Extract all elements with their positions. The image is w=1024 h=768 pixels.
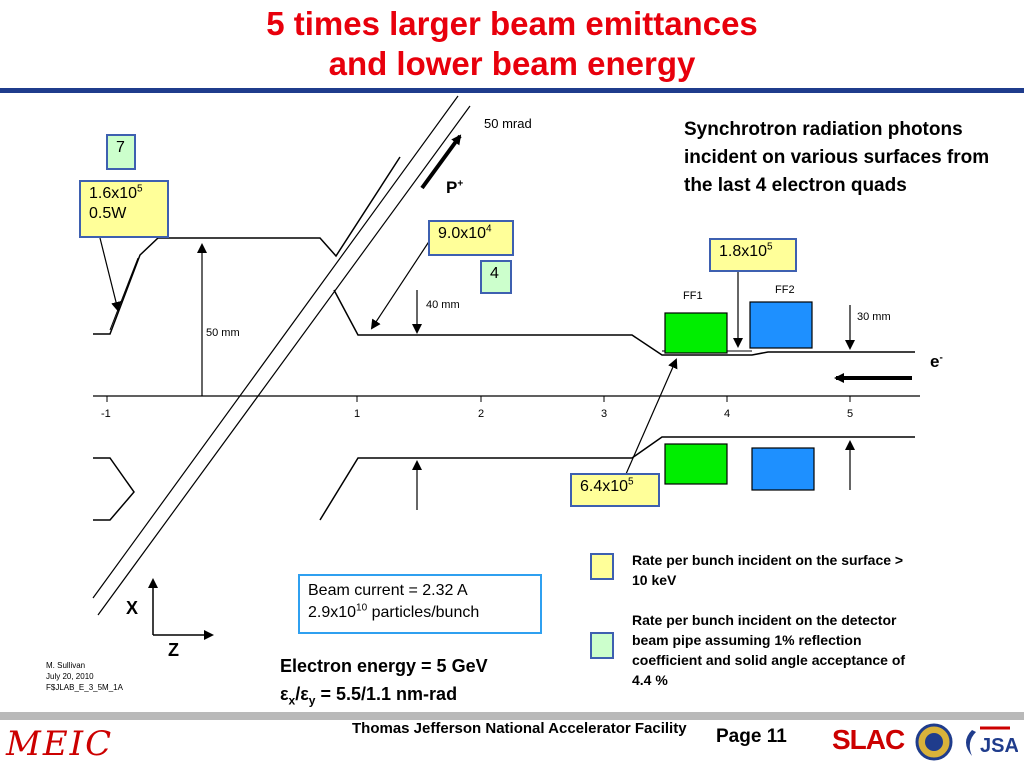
dim-30mm-label: 30 mm <box>857 311 891 323</box>
rate-9p0-base: 9.0x10 <box>438 225 487 242</box>
z-axis-name: Z <box>168 640 179 660</box>
slac-logo: SLAC <box>832 724 905 755</box>
legend-green-swatch <box>590 632 614 659</box>
axis-tick-label-2: 2 <box>478 408 485 420</box>
lab-logos: JSA <box>915 723 1018 761</box>
legend-yellow-swatch <box>590 553 614 580</box>
title-line-1: 5 times larger beam emittances <box>266 5 758 42</box>
rate-box-1p8: 1.8x105 <box>709 238 797 272</box>
electron-label-sup: - <box>939 352 943 364</box>
proton-pipe-line-right <box>97 105 471 616</box>
ff1-quad-lower <box>664 443 728 485</box>
rate-1p6-exp: 5 <box>137 183 143 195</box>
eps-y-sub: y <box>308 693 316 708</box>
rate-9p0-exp: 4 <box>486 223 492 235</box>
beam-info-box: Beam current = 2.32 A 2.9x1010 particles… <box>298 574 542 634</box>
rate-box-4: 4 <box>480 260 512 294</box>
proton-direction-arrow <box>420 134 462 190</box>
axis-tick-label-3: 3 <box>601 408 608 420</box>
legend-green-text: Rate per bunch incident on the detector … <box>632 612 906 688</box>
legend-yellow-text: Rate per bunch incident on the surface >… <box>632 552 904 588</box>
proton-pipe-line-left <box>92 95 459 599</box>
author-file: F$JLAB_E_3_5M_1A <box>46 683 123 692</box>
ff2-label: FF2 <box>775 284 795 296</box>
upper-chamber-wall <box>93 156 401 335</box>
pointer-1p6-arrow <box>99 237 121 312</box>
slide-title: 5 times larger beam emittances and lower… <box>0 4 1024 84</box>
axis-tick-marks <box>106 396 851 402</box>
jsa-logo-icon <box>966 730 976 756</box>
emittance-ratio: εx/εy = 5.5/1.1 nm-rad <box>280 684 458 708</box>
author-stamp: M. Sullivan July 20, 2010 F$JLAB_E_3_5M_… <box>46 660 123 693</box>
author-name: M. Sullivan <box>46 661 86 670</box>
emittance-value: = 5.5/1.1 nm-rad <box>320 684 458 704</box>
axis-tick-label-5: 5 <box>847 408 854 420</box>
ff2-quad-upper <box>749 301 813 349</box>
ff1-quad-upper <box>664 312 728 354</box>
axis-tick-label-4: 4 <box>724 408 731 420</box>
sr-description: Synchrotron radiation photons incident o… <box>684 119 990 196</box>
electron-label-text: e <box>930 352 940 371</box>
rate-box-7: 7 <box>106 134 136 170</box>
electron-energy: Electron energy = 5 GeV <box>280 656 488 676</box>
eps-x-symbol: ε <box>280 684 289 704</box>
rate-6p4-base: 6.4x10 <box>580 478 629 495</box>
pointer-6p4-arrow <box>625 358 678 475</box>
title-divider <box>0 88 1024 93</box>
mrad-label: 50 mrad <box>484 116 532 131</box>
upper-chamber-wall-inner <box>109 257 139 331</box>
rate-0p5w-value: 0.5W <box>89 205 127 222</box>
rate-box-6p4: 6.4x105 <box>570 473 660 507</box>
rate-1p8-base: 1.8x10 <box>719 243 768 260</box>
axis-tick-label-neg1: -1 <box>101 408 111 420</box>
upper-pipe-wall <box>333 289 915 356</box>
rate-1p6-base: 1.6x10 <box>89 185 138 202</box>
rate-1p8-exp: 5 <box>767 241 773 253</box>
beamline-diagram <box>92 95 920 640</box>
axis-tick-label-1: 1 <box>354 408 361 420</box>
proton-label: P+ <box>446 178 463 198</box>
svg-text:JSA: JSA <box>980 735 1018 757</box>
page-number: Page 11 <box>716 726 787 747</box>
beam-current: Beam current = 2.32 A <box>308 582 468 599</box>
footer-bar <box>0 712 1024 720</box>
x-axis-name: X <box>126 598 139 618</box>
proton-label-text: P <box>446 178 458 197</box>
proton-label-sup: + <box>457 178 464 190</box>
pointer-9p0-arrow <box>370 239 431 330</box>
eps-y-symbol: ε <box>300 684 309 704</box>
rate-box-1p6: 1.6x105 0.5W <box>79 180 169 238</box>
meic-logo: MEIC <box>6 724 114 764</box>
electron-label: e- <box>930 352 943 372</box>
particles-exp: 10 <box>356 602 368 614</box>
dim-40mm-label: 40 mm <box>426 299 460 311</box>
eps-x-sub: x <box>288 693 296 708</box>
dim-50mm-label: 50 mm <box>206 327 240 339</box>
author-date: July 20, 2010 <box>46 672 94 681</box>
particles-unit: particles/bunch <box>371 604 480 621</box>
lower-pipe-wall <box>319 436 915 521</box>
ff1-label: FF1 <box>683 290 703 302</box>
particles-per-bunch: 2.9x1010 particles/bunch <box>308 602 532 624</box>
rate-box-9p0: 9.0x104 <box>428 220 514 256</box>
title-line-2: and lower beam energy <box>328 45 696 82</box>
particles-base: 2.9x10 <box>308 604 357 621</box>
lower-chamber-wall <box>93 457 135 521</box>
footer-organization: Thomas Jefferson National Accelerator Fa… <box>352 720 687 737</box>
rate-6p4-exp: 5 <box>628 476 634 488</box>
rate-1p6-value: 1.6x105 <box>89 184 159 204</box>
ff2-quad-lower <box>751 447 815 491</box>
